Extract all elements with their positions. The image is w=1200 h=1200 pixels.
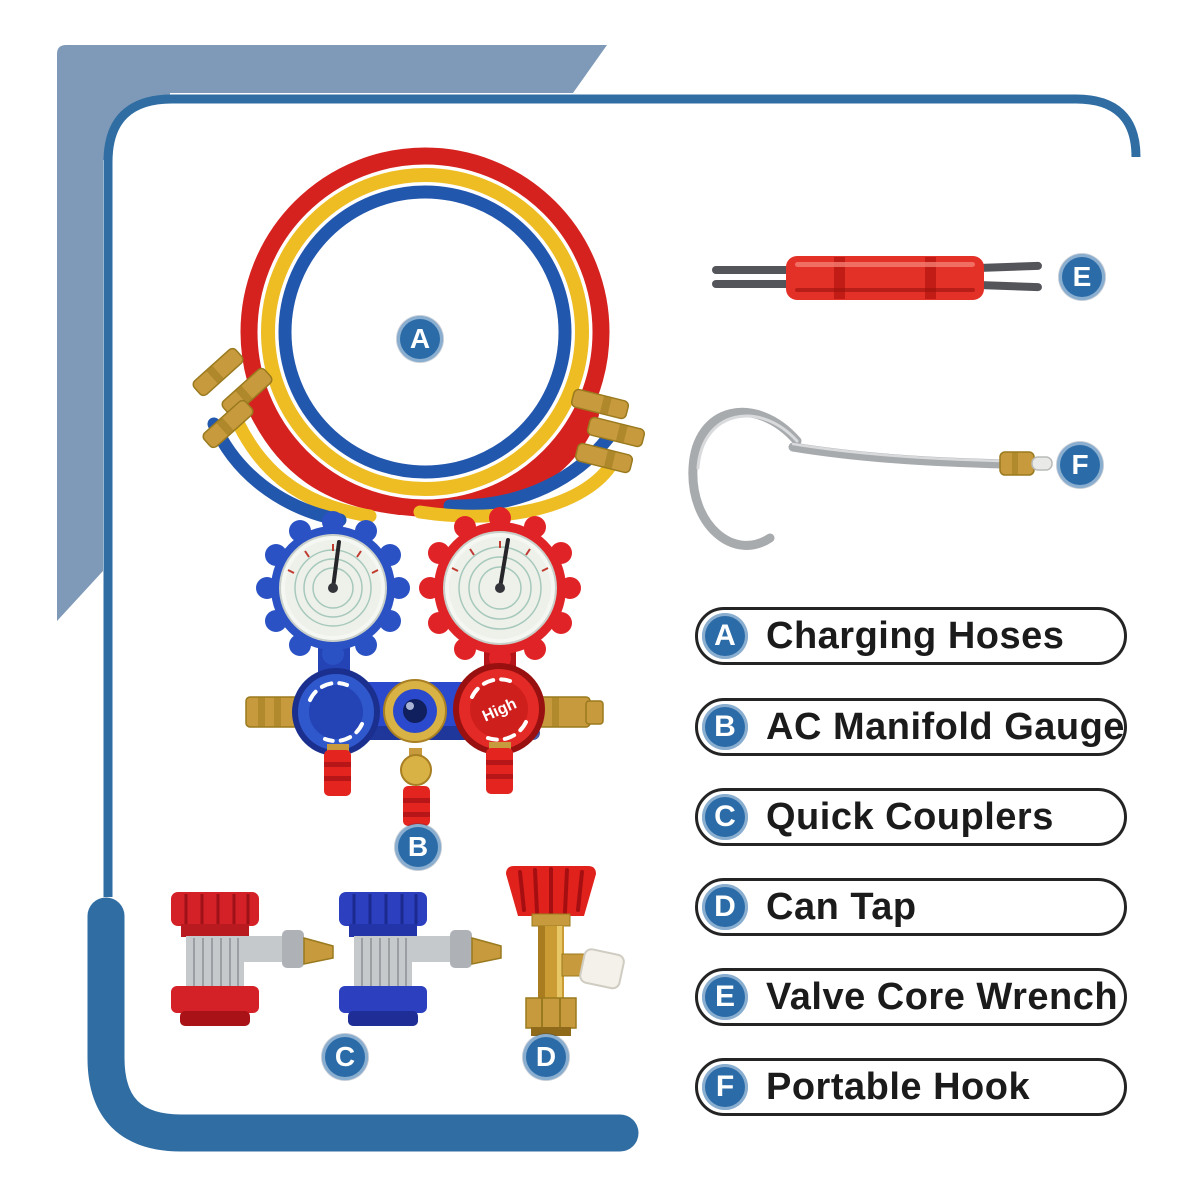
marker-badge-b: B — [395, 824, 441, 870]
legend-item-portable-hook: F Portable Hook — [695, 1058, 1127, 1116]
valve-core-wrench-photo — [712, 256, 1042, 300]
legend-badge-e: E — [702, 974, 748, 1020]
marker-letter: F — [1071, 449, 1089, 480]
service-ports — [324, 742, 513, 826]
legend-badge-f: F — [702, 1064, 748, 1110]
legend-label: Valve Core Wrench — [766, 975, 1119, 1018]
can-tap-side-port — [579, 948, 625, 990]
can-tap-photo — [506, 866, 625, 1036]
card-border — [103, 94, 1141, 897]
marker-letter: B — [407, 831, 429, 862]
marker-badge-c: C — [322, 1034, 368, 1080]
hose-fittings-right — [570, 388, 646, 474]
legend-item-quick-couplers: C Quick Couplers — [695, 788, 1127, 846]
legend-label: Can Tap — [766, 885, 917, 928]
marker-letter: E — [1072, 261, 1092, 292]
legend-badge-c: C — [702, 794, 748, 840]
ribbon-left-band — [57, 160, 103, 621]
legend-badge-d: D — [702, 884, 748, 930]
ribbon-top-band — [57, 45, 607, 160]
legend-badge-b: B — [702, 704, 748, 750]
legend-item-charging-hoses: A Charging Hoses — [695, 607, 1127, 665]
legend-label: Charging Hoses — [766, 614, 1065, 657]
legend-letter: B — [714, 710, 736, 743]
marker-badge-d: D — [523, 1034, 569, 1080]
quick-couplers-photo — [171, 892, 502, 1026]
marker-letter: C — [334, 1041, 356, 1072]
ac-manifold-gauge-photo: High — [245, 507, 604, 826]
charging-hoses-photo — [192, 147, 646, 527]
legend-letter: A — [714, 619, 736, 652]
legend-label: AC Manifold Gauge — [766, 705, 1125, 748]
portable-hook-photo — [688, 407, 1053, 550]
legend-letter: E — [714, 980, 735, 1013]
legend-item-ac-manifold-gauge: B AC Manifold Gauge — [695, 698, 1127, 756]
marker-letter: A — [409, 323, 431, 354]
legend-item-can-tap: D Can Tap — [695, 878, 1127, 936]
high-side-gauge — [419, 507, 581, 669]
marker-badge-a: A — [397, 316, 443, 362]
marker-badge-f: F — [1057, 442, 1103, 488]
legend-label: Quick Couplers — [766, 795, 1054, 838]
low-side-knob — [292, 668, 380, 756]
red-quick-coupler — [171, 892, 334, 1026]
legend-letter: C — [714, 800, 736, 833]
marker-letter: D — [535, 1041, 557, 1072]
blue-quick-coupler — [339, 892, 502, 1026]
legend-letter: F — [715, 1070, 735, 1103]
low-side-gauge — [256, 511, 410, 665]
high-side-knob: High — [453, 663, 545, 755]
hose-fittings-left — [192, 347, 273, 449]
legend-letter: D — [714, 890, 736, 923]
legend-label: Portable Hook — [766, 1065, 1031, 1108]
frame-ribbon — [57, 45, 607, 621]
frame-thick-accent — [87, 897, 639, 1152]
legend-badge-a: A — [702, 613, 748, 659]
marker-badge-e: E — [1059, 254, 1105, 300]
legend-item-valve-core-wrench: E Valve Core Wrench — [695, 968, 1127, 1026]
